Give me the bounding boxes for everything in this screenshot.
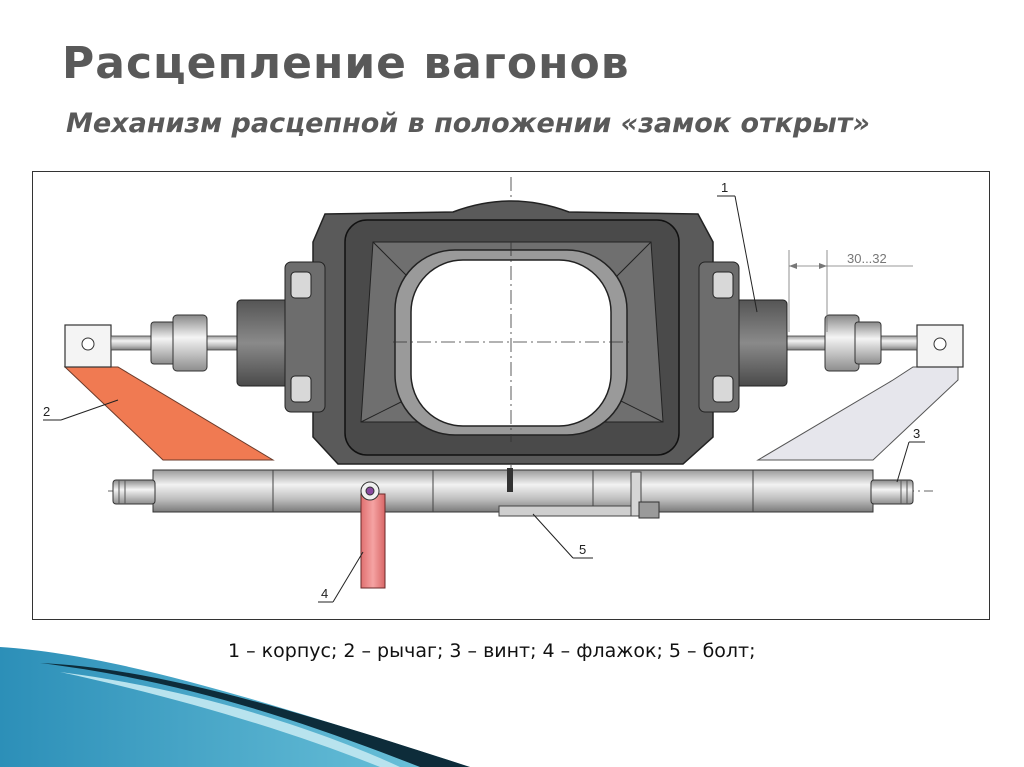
callout-4: 4: [321, 586, 328, 601]
slide-title: Расцепление вагонов: [62, 38, 630, 89]
callout-5: 5: [579, 542, 586, 557]
legend-caption: 1 – корпус; 2 – рычаг; 3 – винт; 4 – фла…: [228, 640, 756, 662]
callout-2: 2: [43, 404, 50, 419]
callout-3: 3: [913, 426, 920, 441]
slide-subtitle: Механизм расцепной в положении «замок от…: [66, 108, 870, 139]
dimension-label: 30...32: [847, 251, 887, 266]
screw-bracket-3: [756, 366, 959, 461]
flag-4: [360, 493, 386, 589]
mechanism-drawing: 30...32 1 2 3 4 5: [43, 177, 964, 603]
callout-1: 1: [721, 180, 728, 195]
diagram-frame: 30...32 1 2 3 4 5: [32, 171, 990, 620]
